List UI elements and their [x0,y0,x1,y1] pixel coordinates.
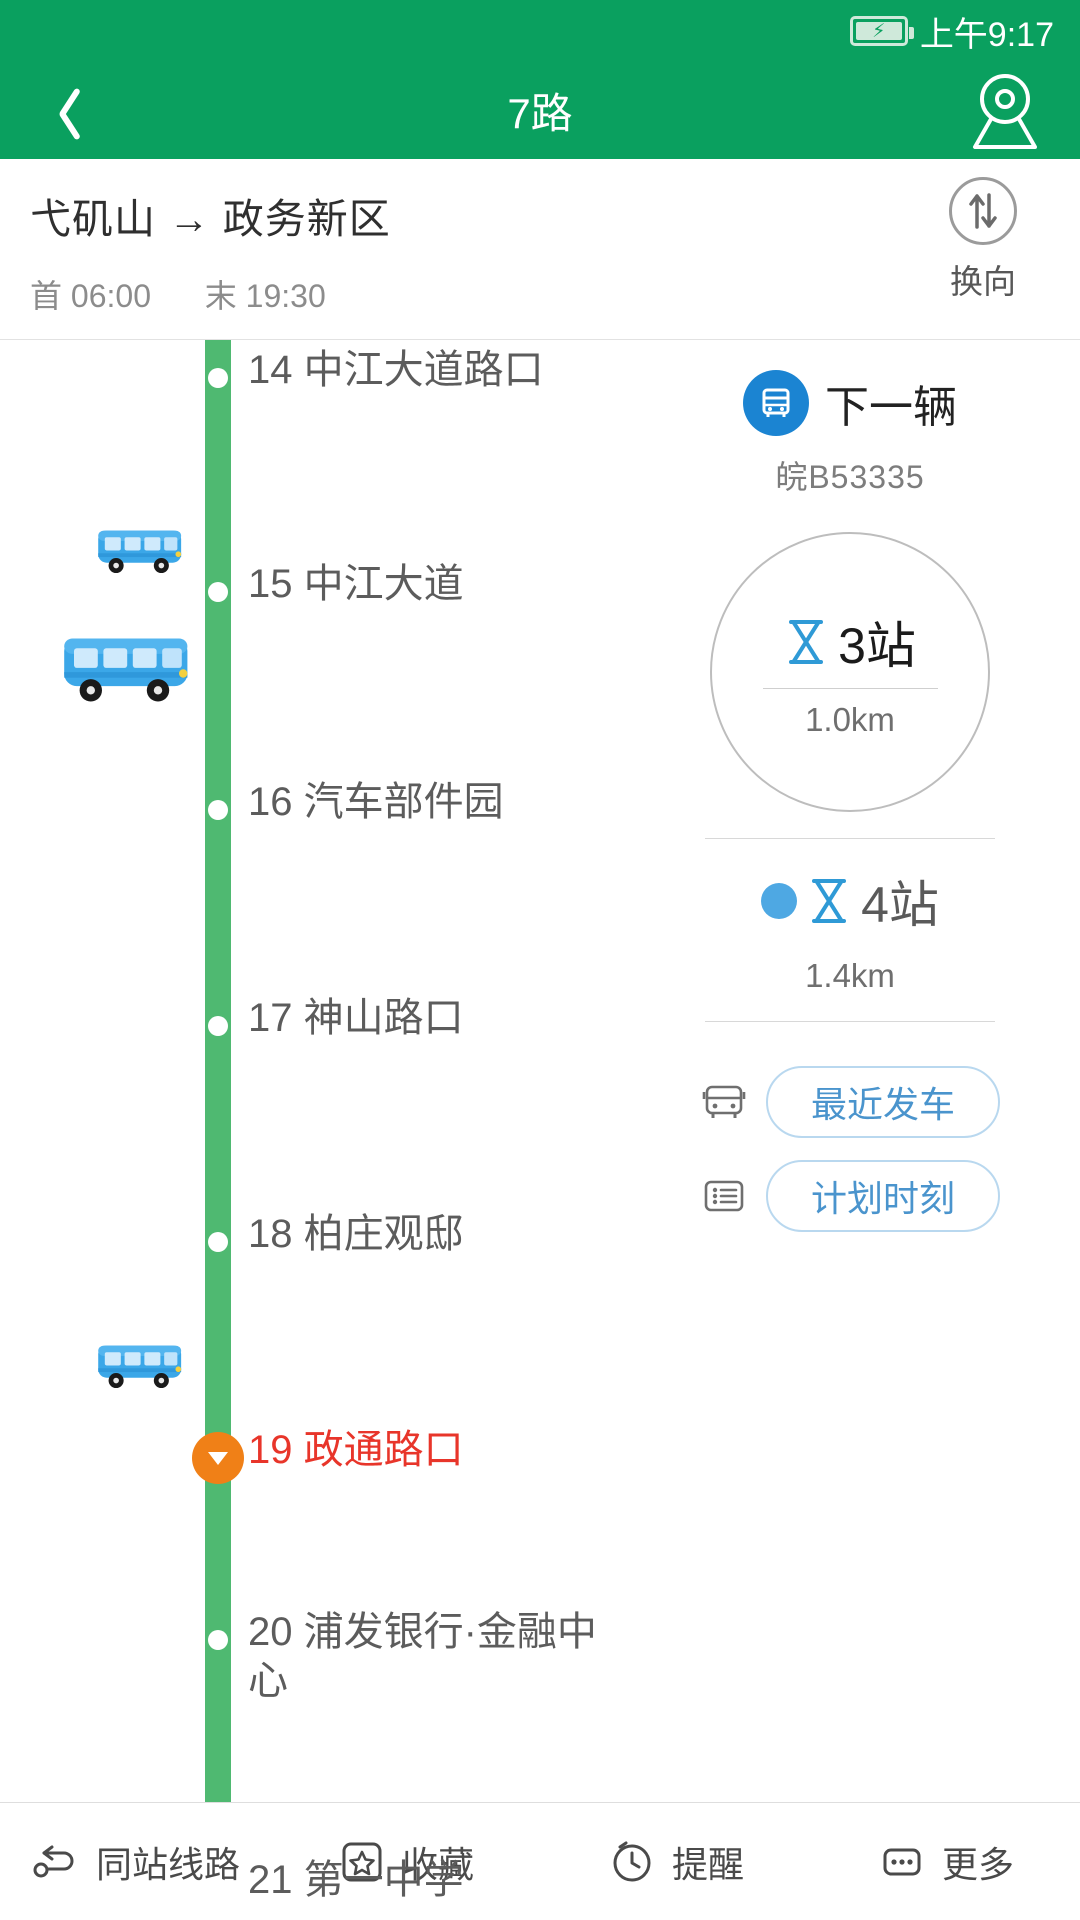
station-name: 18 柏庄观邸 [248,1212,464,1256]
location-pin-icon [973,73,1037,149]
route-direction: 弋矶山 → 政务新区 [30,196,391,242]
recent-departure-button[interactable]: 最近发车 [766,1066,1000,1138]
back-chevron-icon [44,85,74,137]
schedule-row[interactable]: 计划时刻 [700,1160,1000,1232]
bottom-label: 更多 [941,1843,1014,1885]
title-bar: 7路 [0,62,1080,159]
map-view-button[interactable] [964,70,1046,152]
bus-marker-icon[interactable] [60,630,200,708]
second-arrival-stops: 4站 [861,877,939,933]
bottom-label: 提醒 [671,1843,744,1885]
panel-divider [705,838,995,839]
station-row[interactable]: 15 中江大道 [0,440,620,606]
first-arrival-distance: 1.0km [805,700,895,738]
last-bus-time: 19:30 [245,278,326,314]
station-dot-icon [208,1630,228,1650]
list-icon [704,1180,744,1212]
next-bus-label: 下一辆 [825,383,957,432]
second-arrival-card[interactable]: 4站 1.4km [761,865,939,995]
first-arrival-stops: 3站 [838,617,916,674]
first-bus-time: 06:00 [70,278,151,314]
bottom-toolbar: 同站线路 收藏 提醒 更多 [0,1802,1080,1920]
bus-marker-icon[interactable] [95,1340,190,1394]
arrival-panel: 下一辆 皖B53335 3站 1.0km [620,340,1080,1802]
station-dot-icon [208,368,228,388]
last-bus-label: 末 [204,278,237,314]
more-dots-icon [883,1848,921,1875]
status-clock: 上午9:17 [919,15,1054,54]
station-name: 15 中江大道 [248,562,464,606]
recent-departure-row[interactable]: 最近发车 [700,1066,1000,1138]
hourglass-icon [789,619,824,664]
station-dot-icon [208,1232,228,1252]
swap-direction-label: 换向 [950,263,1016,300]
panel-divider-2 [705,1021,995,1022]
swap-arrows-icon [969,193,997,229]
station-dot-icon [208,800,228,820]
second-arrival-distance: 1.4km [805,957,895,994]
first-arrival-card[interactable]: 3站 1.0km [710,532,990,812]
more-button[interactable]: 更多 [810,1836,1080,1888]
bottom-label: 同站线路 [95,1843,240,1885]
bus-outline-icon [702,1085,746,1118]
station-row[interactable]: 17 神山路口 [0,640,620,1040]
station-name: 16 汽车部件园 [248,780,504,824]
clock-icon [613,1841,651,1881]
station-row[interactable]: 19 政通路口 [0,840,620,1484]
blue-dot-icon [761,883,798,919]
swap-direction-button[interactable]: 换向 [922,177,1044,303]
next-bus-header: 下一辆 [743,370,957,436]
station-dot-icon [208,1016,228,1036]
station-name: 14 中江大道路口 [248,348,544,392]
station-row[interactable]: 20 浦发银行·金融中心 [0,940,620,1703]
favorite-button[interactable]: 收藏 [270,1836,540,1888]
station-row[interactable]: 14 中江大道路口 [0,340,620,440]
station-name: 21 第一中学 [248,1858,464,1902]
divider [762,687,938,689]
route-service-hours: 首 06:00 末 19:30 [30,271,1050,317]
reminder-button[interactable]: 提醒 [540,1836,810,1888]
battery-charging-icon: ⚡ [849,16,914,46]
hourglass-icon [812,879,847,923]
same-station-routes-button[interactable]: 同站线路 [0,1836,270,1888]
panel-actions: 最近发车 计划时刻 [700,1044,1000,1232]
station-row[interactable]: 18 柏庄观邸 [0,740,620,1256]
status-bar: ⚡ 上午9:17 [0,0,1080,62]
content-area: 14 中江大道路口 15 中江大道 16 汽车部件园 17 神山路口 18 柏庄观邸 19… [0,340,1080,1902]
station-name: 17 神山路口 [248,996,464,1040]
station-name: 19 政通路口 [248,1428,464,1472]
current-station-marker-icon [192,1432,244,1484]
station-row[interactable]: 23 政务新区 [0,1240,620,1340]
route-header: 弋矶山 → 政务新区 首 06:00 末 19:30 换向 [0,159,1080,340]
station-dot-icon [208,1878,228,1898]
page-title: 7路 [507,90,573,137]
station-row[interactable]: 21 第一中学 [0,1040,620,1902]
station-list[interactable]: 14 中江大道路口 15 中江大道 16 汽车部件园 17 神山路口 18 柏庄观邸 19… [0,340,620,1902]
first-bus-label: 首 [30,278,63,314]
star-icon [342,1842,382,1881]
bus-circle-icon [743,370,809,436]
same-station-routes-icon [33,1845,74,1877]
bus-marker-icon[interactable] [95,525,190,579]
station-dot-icon [208,582,228,602]
station-name: 20 浦发银行·金融中心 [248,1610,597,1703]
schedule-button[interactable]: 计划时刻 [766,1160,1000,1232]
bottom-label: 收藏 [401,1843,474,1885]
station-row[interactable]: 16 汽车部件园 [0,540,620,824]
back-button[interactable] [0,62,118,159]
bus-plate-number: 皖B53335 [775,459,925,495]
station-row[interactable]: 22 第一中学东门 [0,1140,620,1240]
